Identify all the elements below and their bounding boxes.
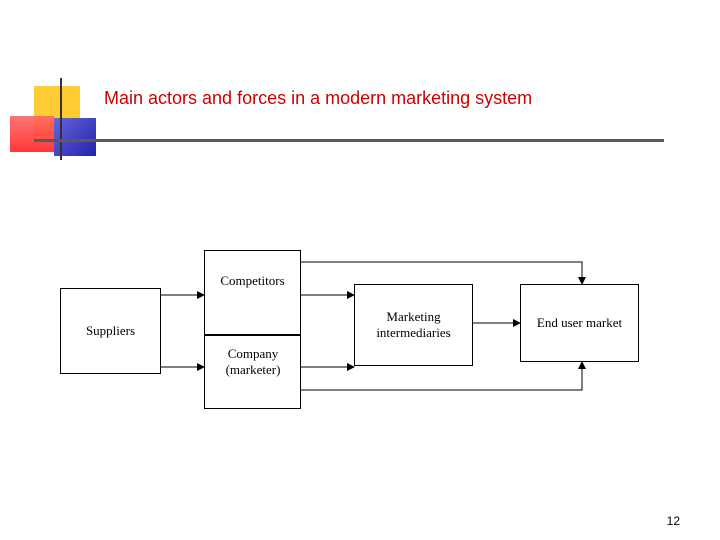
node-company [204, 335, 301, 409]
node-suppliers-label: Suppliers [85, 323, 136, 339]
node-end-user-label: End user market [536, 315, 623, 331]
slide-title: Main actors and forces in a modern marke… [104, 88, 533, 108]
node-competitors: Competitors [204, 250, 301, 335]
deco-vertical-line [60, 78, 62, 160]
title-underline [34, 139, 664, 142]
node-intermediaries: Marketing intermediaries [354, 284, 473, 366]
node-company-label: Company (marketer) [225, 346, 281, 377]
arrow-company-to-end-user [300, 361, 586, 391]
node-end-user-market: End user market [520, 284, 639, 362]
node-intermediaries-label: Marketing intermediaries [376, 309, 451, 340]
node-competitors-label: Competitors [220, 273, 285, 288]
node-suppliers: Suppliers [60, 288, 161, 374]
arrow-competitors-to-end-user [300, 261, 586, 285]
page-number: 12 [666, 514, 680, 528]
deco-red-square [10, 116, 54, 152]
